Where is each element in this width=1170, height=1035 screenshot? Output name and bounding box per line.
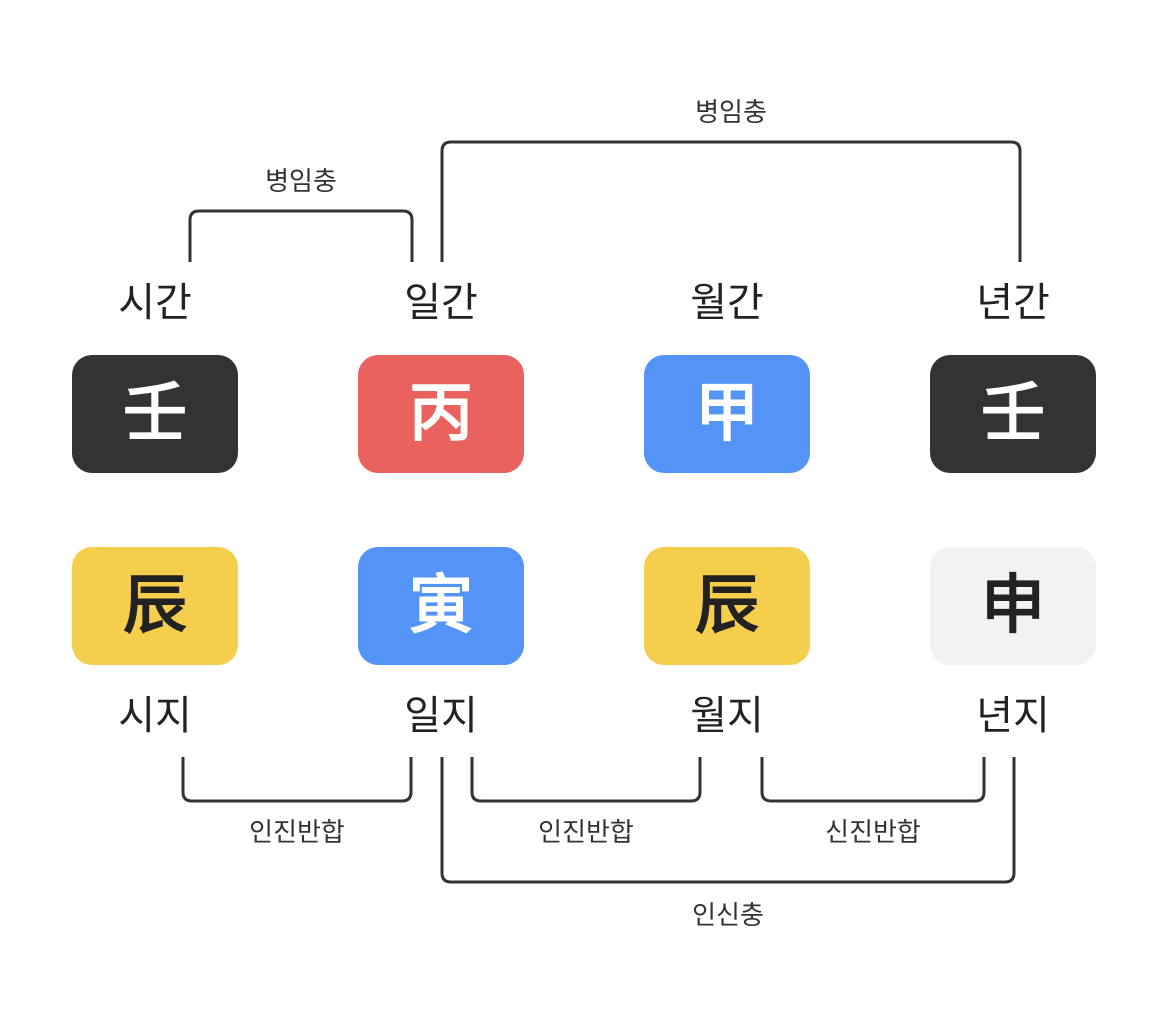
stem-label-year: 년간 xyxy=(976,280,1050,326)
stem-label-day: 일간 xyxy=(404,280,478,326)
bracket-bottom-2 xyxy=(470,757,702,803)
relation-label-bottom-wide: 인신충 xyxy=(692,901,764,931)
branch-label-day: 일지 xyxy=(404,693,478,739)
relation-label-top-wide: 병임충 xyxy=(695,98,767,128)
stem-tile-month: 甲 xyxy=(644,355,810,473)
branch-tile-month: 辰 xyxy=(644,547,810,665)
stem-label-hour: 시간 xyxy=(118,280,192,326)
branch-tile-year: 申 xyxy=(930,547,1096,665)
stem-tile-day: 丙 xyxy=(358,355,524,473)
bracket-bottom-3 xyxy=(760,757,986,803)
relation-label-top-left: 병임충 xyxy=(265,167,337,197)
branch-tile-day: 寅 xyxy=(358,547,524,665)
bracket-bottom-wide xyxy=(440,757,1016,884)
relation-label-bottom-3: 신진반합 xyxy=(825,818,921,848)
branch-tile-hour: 辰 xyxy=(72,547,238,665)
bracket-top-left xyxy=(188,209,414,262)
bracket-top-wide xyxy=(440,140,1022,262)
branch-label-year: 년지 xyxy=(976,693,1050,739)
relation-label-bottom-2: 인진반합 xyxy=(538,818,634,848)
stem-tile-hour: 壬 xyxy=(72,355,238,473)
branch-label-hour: 시지 xyxy=(118,693,192,739)
branch-label-month: 월지 xyxy=(690,693,764,739)
stem-label-month: 월간 xyxy=(690,280,764,326)
relation-label-bottom-1: 인진반합 xyxy=(249,818,345,848)
stem-tile-year: 壬 xyxy=(930,355,1096,473)
bracket-bottom-1 xyxy=(181,757,413,803)
